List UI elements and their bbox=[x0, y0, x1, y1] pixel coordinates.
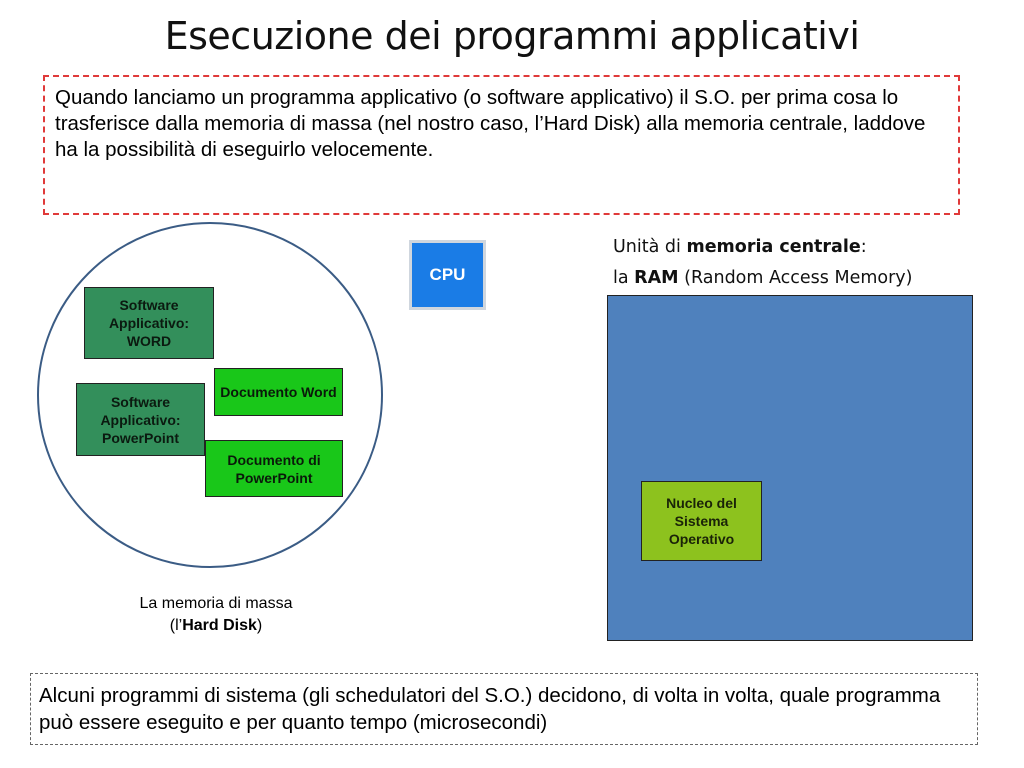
hard-disk-label-prefix: (l’ bbox=[169, 617, 183, 634]
documento-word-box: Documento Word bbox=[214, 368, 343, 416]
page-title: Esecuzione dei programmi applicativi bbox=[164, 14, 860, 58]
ram-label-line1-bold: memoria centrale bbox=[686, 237, 861, 257]
hard-disk-label: La memoria di massa (l’Hard Disk) bbox=[100, 593, 332, 637]
ram-label: Unità di memoria centrale: la RAM (Rando… bbox=[613, 232, 912, 294]
hard-disk-label-suffix: ) bbox=[256, 617, 263, 634]
ram-label-line1-prefix: Unità di bbox=[613, 237, 687, 257]
hard-disk-label-line1: La memoria di massa bbox=[139, 595, 293, 612]
hard-disk-label-line2: (l’Hard Disk) bbox=[100, 615, 332, 637]
ram-label-line1-suffix: : bbox=[860, 237, 867, 257]
ram-label-line2-bold: RAM bbox=[634, 268, 679, 288]
hard-disk-label-bold: Hard Disk bbox=[182, 617, 257, 634]
ram-label-line2-suffix: (Random Access Memory) bbox=[678, 268, 913, 288]
software-word-box: Software Applicativo: WORD bbox=[84, 287, 214, 359]
hard-disk-circle bbox=[37, 222, 383, 568]
ram-label-line1: Unità di memoria centrale: bbox=[613, 232, 912, 263]
ram-label-line2-prefix: la bbox=[613, 268, 635, 288]
ram-label-line2: la RAM (Random Access Memory) bbox=[613, 263, 912, 294]
ram-rectangle bbox=[607, 295, 973, 641]
software-powerpoint-box: Software Applicativo: PowerPoint bbox=[76, 383, 205, 456]
intro-text-box: Quando lanciamo un programma applicativo… bbox=[43, 75, 960, 215]
kernel-box: Nucleo del Sistema Operativo bbox=[641, 481, 762, 561]
cpu-box: CPU bbox=[409, 240, 486, 310]
documento-powerpoint-box: Documento di PowerPoint bbox=[205, 440, 343, 497]
scheduler-note-box: Alcuni programmi di sistema (gli schedul… bbox=[30, 673, 978, 745]
